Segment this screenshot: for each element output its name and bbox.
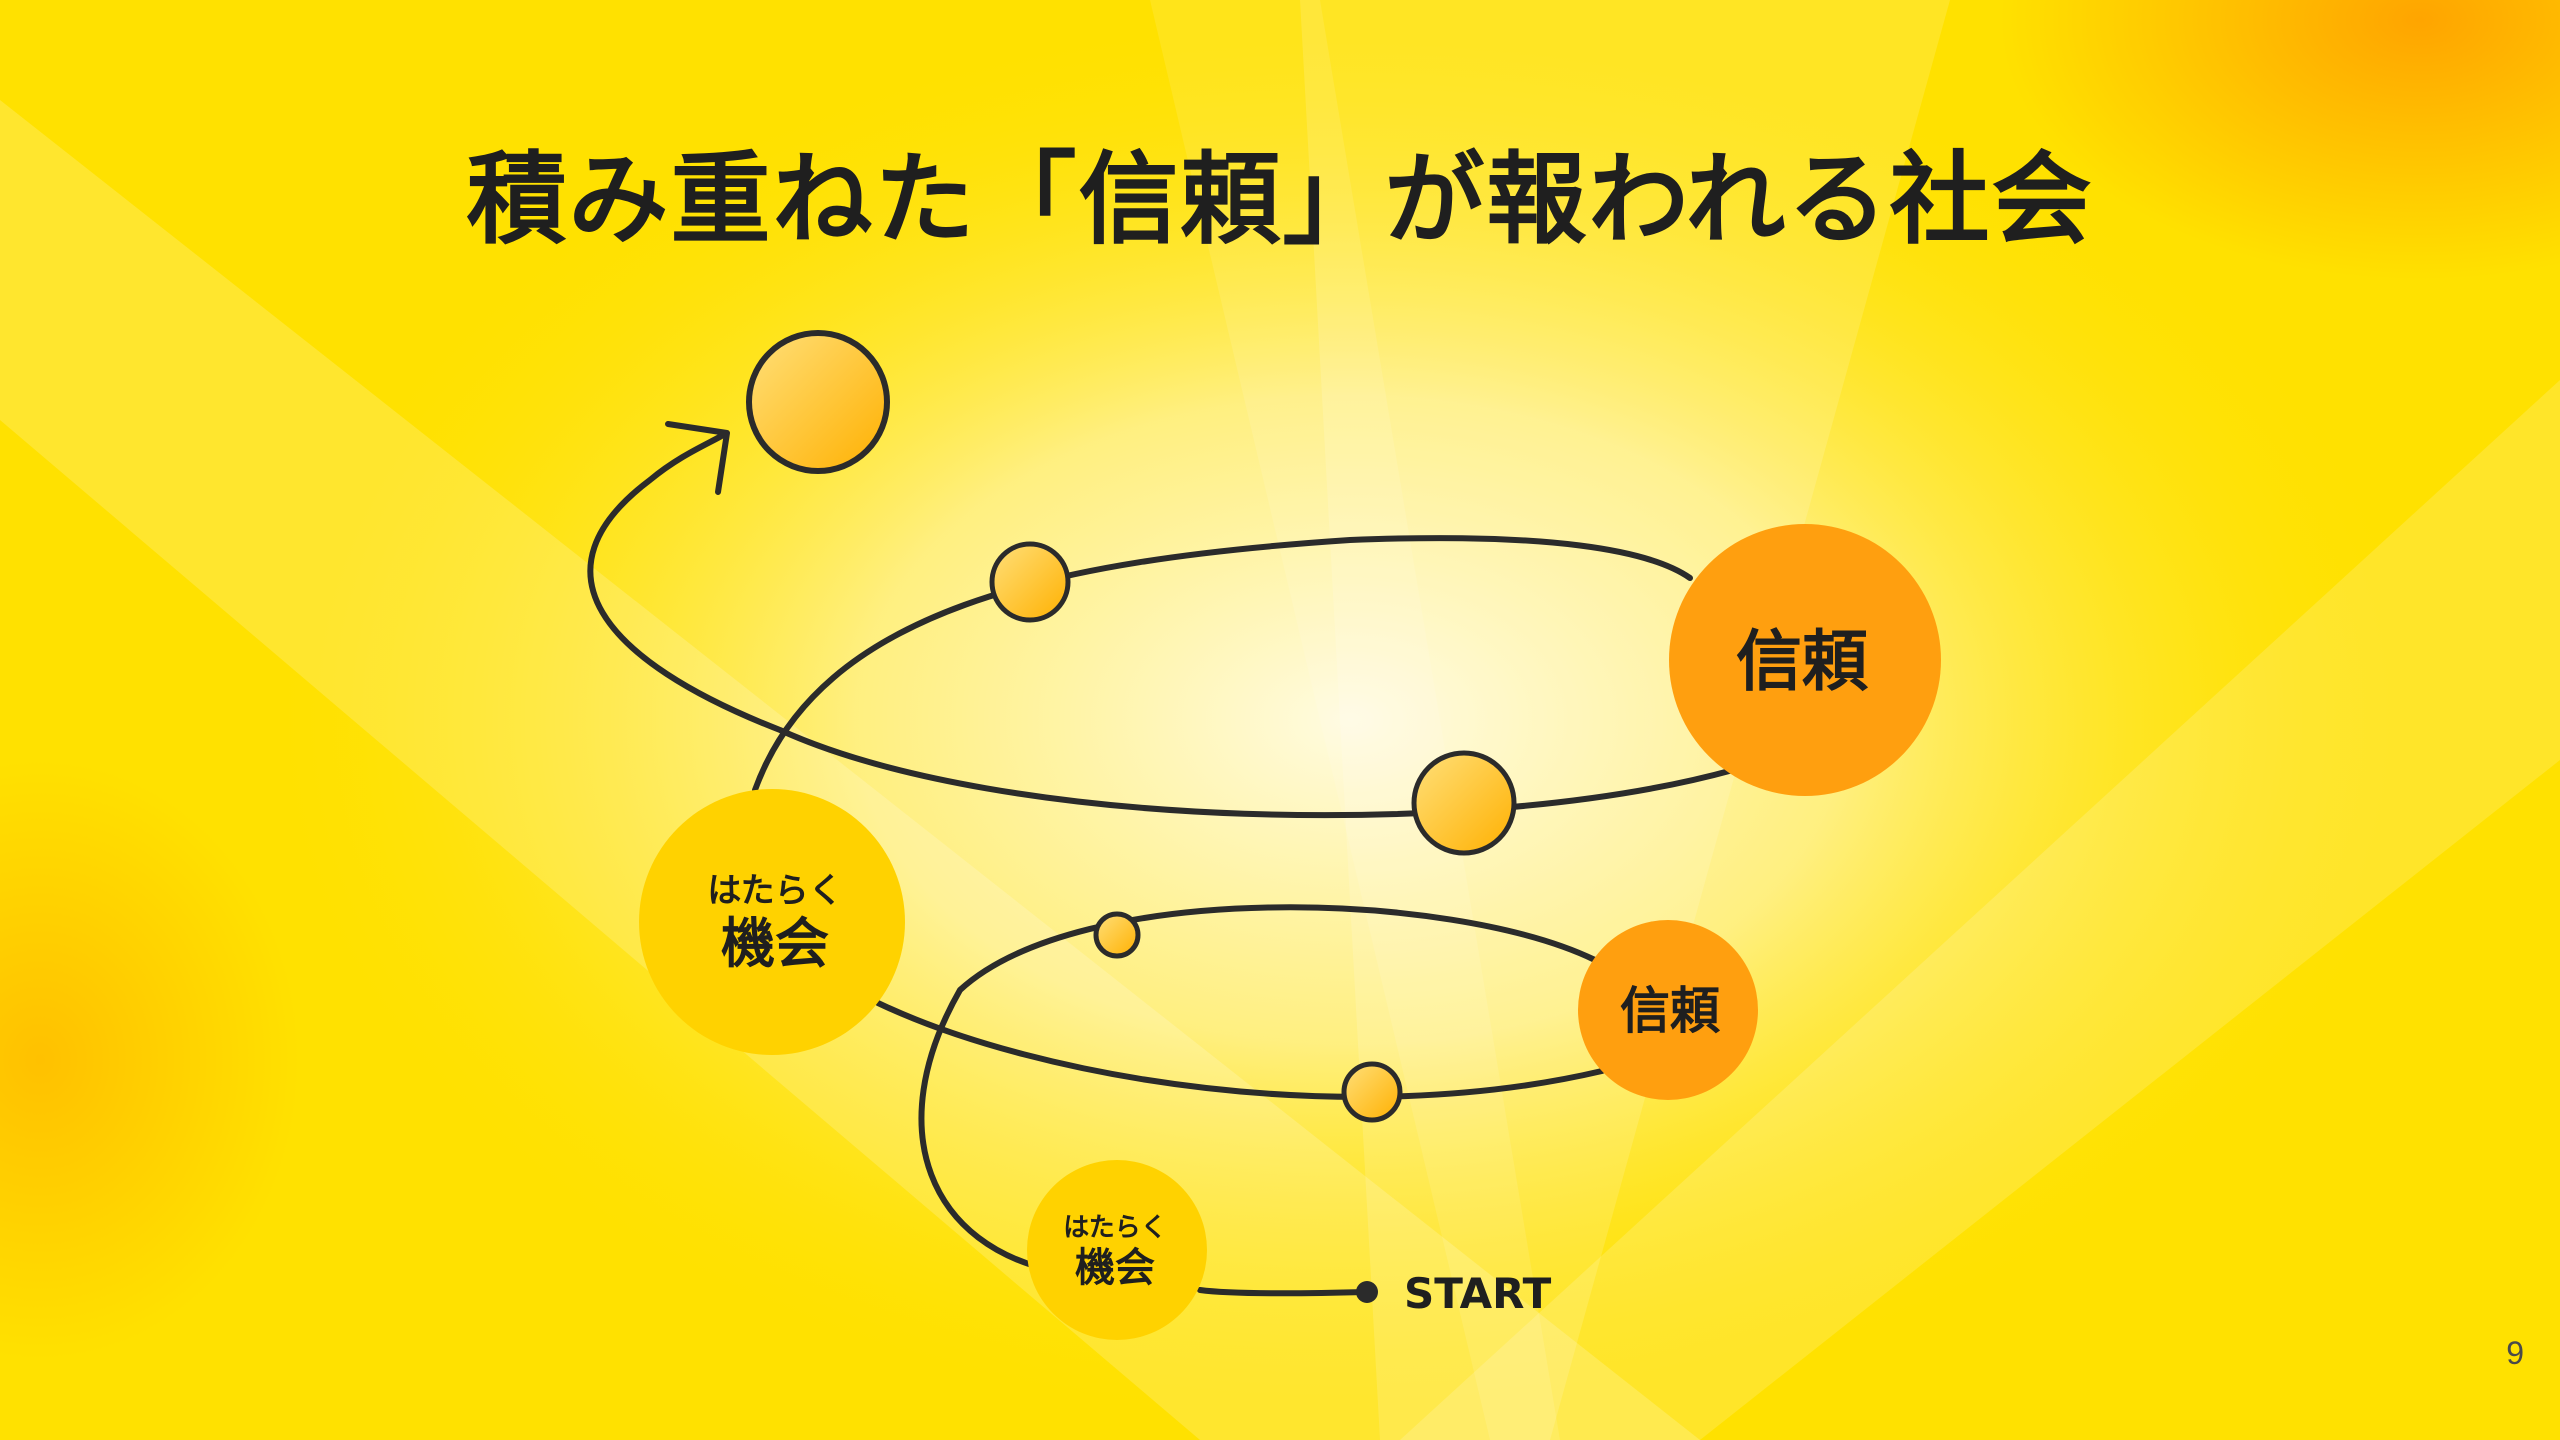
- start-dot: [1356, 1281, 1378, 1303]
- node-trust-large: 信頼: [1669, 524, 1941, 796]
- node-opportunity-large: はたらく 機会: [639, 789, 905, 1055]
- start-label: START: [1404, 1269, 1552, 1318]
- node-opportunity-small-sub: はたらく: [1063, 1213, 1166, 1243]
- arrow-head: [665, 421, 730, 495]
- connector-dot: [1341, 1061, 1403, 1123]
- spiral-segment-upper-loop: [752, 535, 1693, 793]
- connector-dot: [989, 541, 1071, 623]
- connector-dot: [1093, 911, 1141, 959]
- node-trust-small-main: 信頼: [1620, 982, 1721, 1040]
- goal-circle: [746, 330, 890, 474]
- spiral-segment-upper-return: [587, 431, 1736, 819]
- node-opportunity-large-main: 機会: [721, 912, 829, 975]
- spiral-segment-lower-loop: [918, 904, 1598, 1275]
- node-opportunity-large-sub: はたらく: [707, 871, 842, 911]
- node-opportunity-small: はたらく 機会: [1027, 1160, 1207, 1340]
- slide-title: 積み重ねた「信頼」が報われる社会: [466, 141, 2094, 258]
- node-trust-large-main: 信頼: [1736, 623, 1869, 700]
- spiral-segment-start: [1197, 1287, 1370, 1297]
- page-number: 9: [2506, 1335, 2524, 1371]
- node-trust-small: 信頼: [1578, 920, 1758, 1100]
- connector-dot: [1411, 750, 1517, 856]
- spiral-segment-lower-return: [875, 1000, 1605, 1100]
- node-opportunity-small-main: 機会: [1075, 1245, 1155, 1291]
